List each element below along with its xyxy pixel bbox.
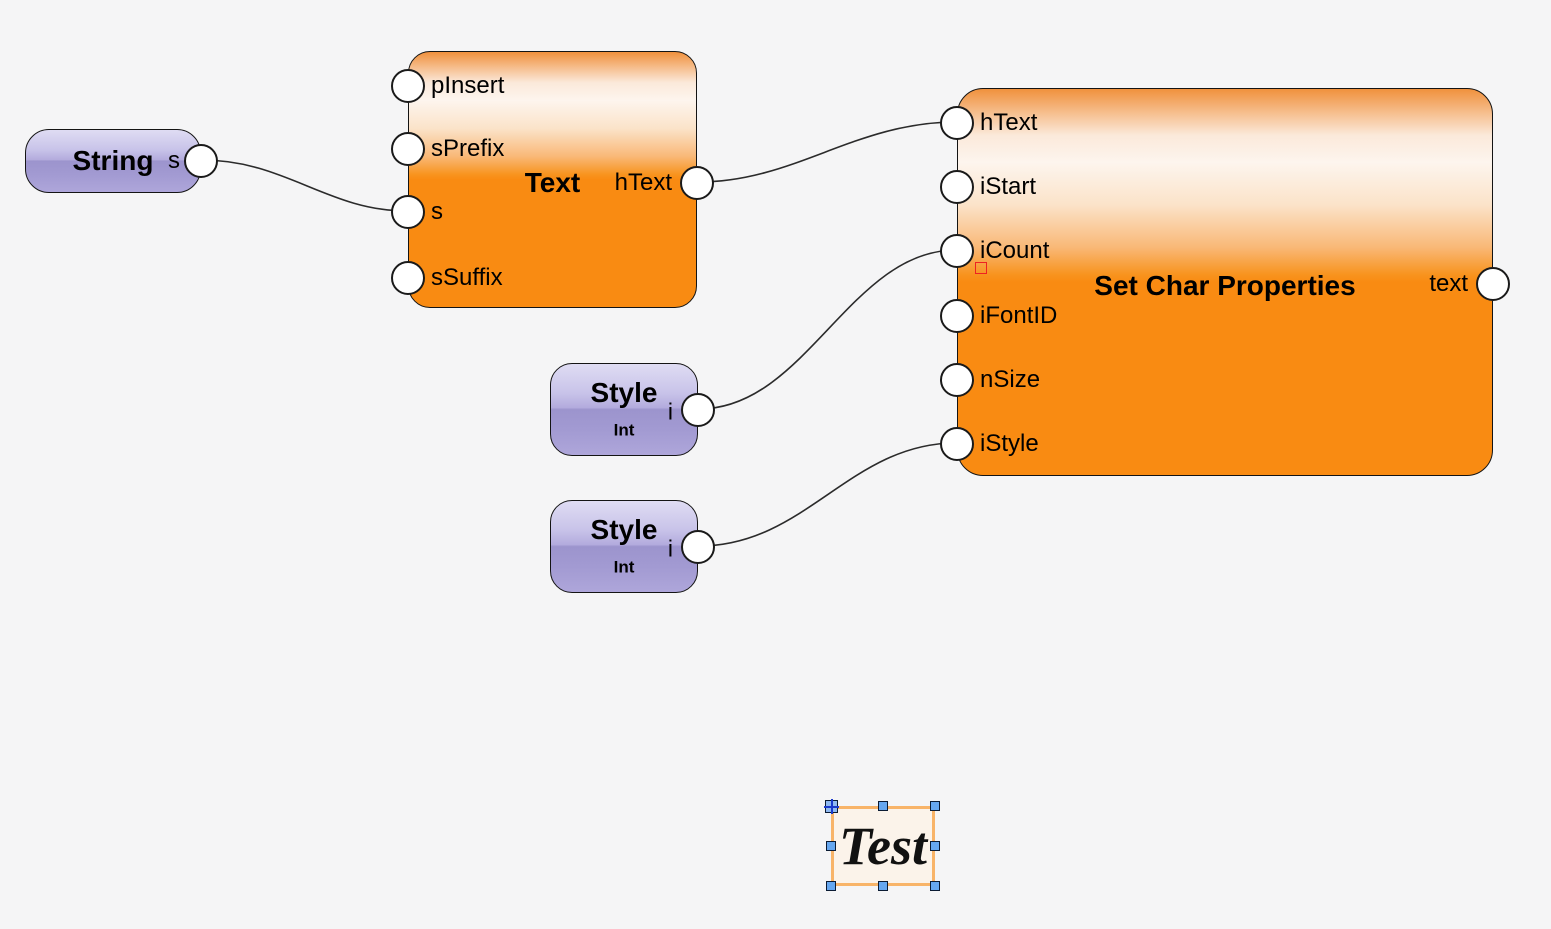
port-label-setchar-icount: iCount [980, 237, 1050, 264]
port-label-htext-out: hText [614, 169, 672, 196]
port-label-string-s: s [168, 147, 180, 174]
port-string-s-output[interactable] [184, 144, 218, 178]
port-text-htext-output[interactable] [680, 166, 714, 200]
port-setchar-ifontid[interactable] [940, 299, 974, 333]
node-string[interactable]: String s [25, 129, 218, 193]
port-label-setchar-nsize: nSize [980, 366, 1041, 393]
node-text-title: Text [524, 167, 581, 198]
port-style-1-i-output[interactable] [681, 393, 715, 427]
port-setchar-nsize[interactable] [940, 363, 974, 397]
wire-string-s-to-text-s[interactable] [201, 159, 408, 212]
port-setchar-istyle[interactable] [940, 427, 974, 461]
selection-handle-mid-left[interactable] [826, 841, 836, 851]
port-label-ssuffix: sSuffix [431, 264, 503, 291]
selection-handle-bottom-mid[interactable] [878, 881, 888, 891]
node-style-2-subtitle: Int [613, 557, 635, 577]
port-text-pinsert[interactable] [391, 69, 425, 103]
port-setchar-icount[interactable] [940, 234, 974, 268]
selection-handle-top-mid[interactable] [878, 801, 888, 811]
port-label-setchar-text-out: text [1429, 270, 1468, 297]
selection-handle-top-right[interactable] [930, 801, 940, 811]
selection-anchor-handle[interactable] [824, 799, 839, 814]
icount-selection-marker [975, 262, 987, 274]
preview-text: Test [838, 816, 927, 876]
port-text-sprefix[interactable] [391, 132, 425, 166]
port-text-s[interactable] [391, 195, 425, 229]
port-setchar-istart[interactable] [940, 170, 974, 204]
node-style-2[interactable]: Style Int i [550, 500, 715, 593]
selection-handle-bottom-left[interactable] [826, 881, 836, 891]
port-label-sprefix: sPrefix [431, 135, 505, 162]
text-preview-object[interactable]: Test [831, 806, 935, 886]
node-style-1-title: Style [590, 377, 658, 408]
port-style-2-i-output[interactable] [681, 530, 715, 564]
wire-style2-i-to-setchar-istyle[interactable] [698, 442, 957, 547]
node-style-2-title: Style [590, 514, 658, 545]
node-set-char-properties-title: Set Char Properties [1094, 270, 1356, 301]
port-text-ssuffix[interactable] [391, 261, 425, 295]
port-label-pinsert: pInsert [431, 72, 505, 99]
node-string-title: String [72, 145, 154, 176]
port-label-setchar-istart: iStart [980, 173, 1037, 200]
port-setchar-text-output[interactable] [1476, 267, 1510, 301]
wire-style1-i-to-setchar-icount[interactable] [698, 249, 957, 410]
node-style-1[interactable]: Style Int i [550, 363, 715, 456]
port-label-style-1-i: i [667, 398, 673, 425]
wire-text-htext-to-setchar-htext[interactable] [697, 121, 957, 183]
port-label-s: s [431, 198, 443, 225]
port-setchar-htext[interactable] [940, 106, 974, 140]
port-label-setchar-ifontid: iFontID [980, 302, 1058, 329]
selection-handle-bottom-right[interactable] [930, 881, 940, 891]
port-label-setchar-istyle: iStyle [980, 430, 1039, 457]
selection-handle-mid-right[interactable] [930, 841, 940, 851]
port-label-setchar-htext: hText [980, 109, 1038, 136]
port-label-style-2-i: i [667, 535, 673, 562]
node-style-1-subtitle: Int [613, 420, 635, 440]
node-set-char-properties[interactable]: Set Char Properties hText iStart iCount … [940, 88, 1510, 476]
node-text[interactable]: Text pInsert sPrefix s sSuffix hText [391, 51, 714, 308]
